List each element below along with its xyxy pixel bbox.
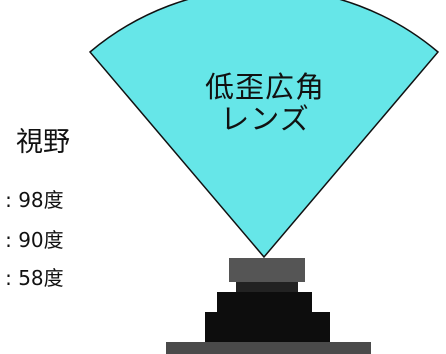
camera-base	[166, 342, 371, 354]
camera-body-lower	[205, 312, 330, 342]
fov-heading: 視野	[16, 127, 70, 158]
fov-row: / : 58度	[0, 266, 64, 290]
camera-lens-barrel	[229, 258, 305, 282]
lens-label-line-2: レンズ	[220, 102, 310, 136]
fov-cone	[88, 0, 440, 259]
fov-row: / : 98度	[0, 188, 64, 212]
camera-lens-ring	[236, 282, 298, 292]
lens-label-line-1: 低歪広角	[204, 70, 325, 104]
fov-row: / : 90度	[0, 228, 64, 252]
camera-body-upper	[217, 292, 312, 312]
